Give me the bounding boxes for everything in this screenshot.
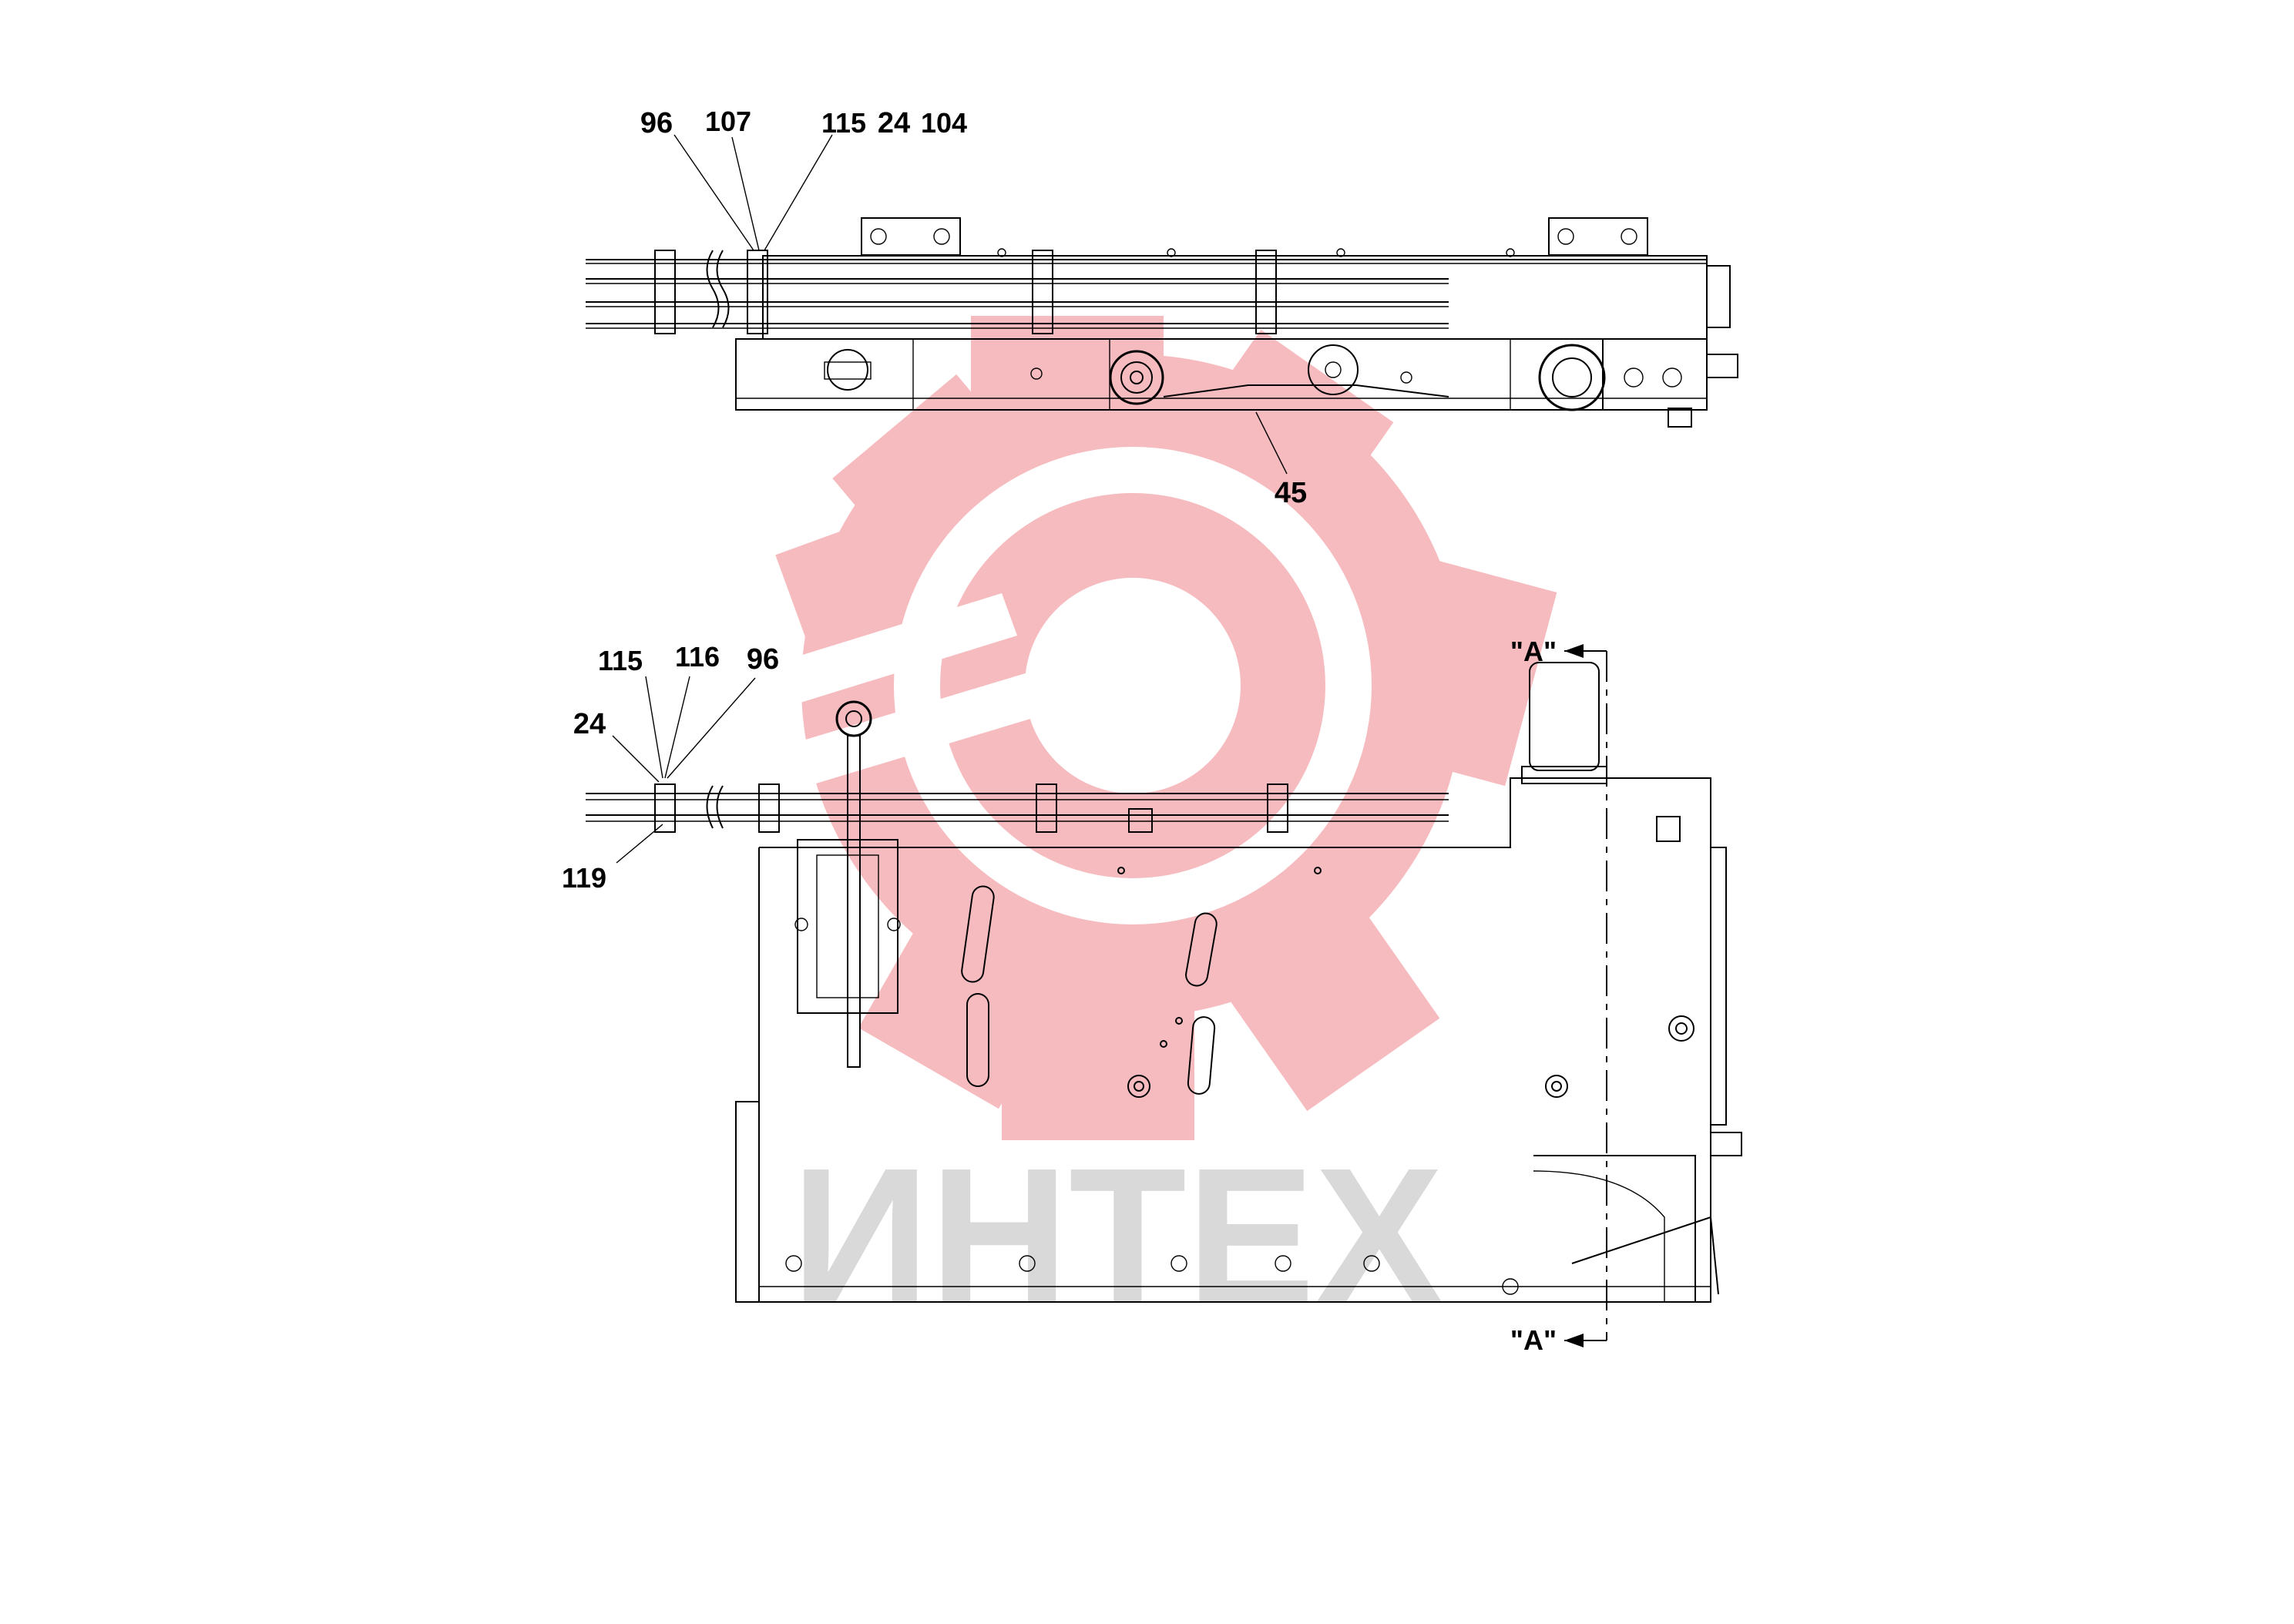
callout-115-front: 115 bbox=[598, 645, 643, 676]
callout-116: 116 bbox=[675, 641, 720, 673]
callout-104: 104 bbox=[921, 107, 967, 139]
callout-96: 96 bbox=[640, 107, 673, 139]
watermark-text: ИНТЕХ bbox=[791, 1128, 1443, 1343]
front-view bbox=[586, 644, 1742, 1347]
callout-115: 115 bbox=[821, 107, 866, 139]
callout-119: 119 bbox=[562, 862, 606, 894]
callout-24-front: 24 bbox=[573, 708, 606, 740]
callout-45: 45 bbox=[1275, 477, 1307, 509]
top-view bbox=[586, 134, 1738, 475]
callout-107: 107 bbox=[705, 106, 751, 137]
watermark-gear-logo bbox=[678, 316, 1557, 1140]
section-mark-a-top: "A" bbox=[1510, 636, 1557, 667]
callout-24: 24 bbox=[878, 107, 910, 139]
callout-96-front: 96 bbox=[747, 643, 779, 676]
section-mark-a-bottom: "A" bbox=[1510, 1324, 1557, 1356]
